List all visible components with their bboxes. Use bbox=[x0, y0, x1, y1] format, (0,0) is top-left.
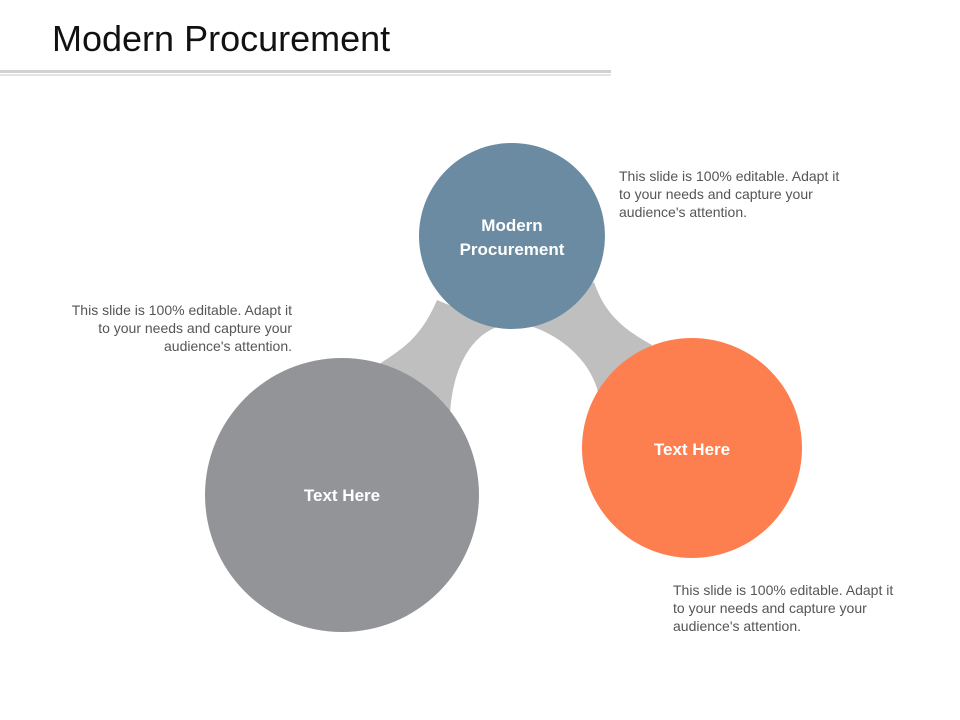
node-modern-procurement-label-line2: Procurement bbox=[460, 240, 565, 259]
node-modern-procurement-label-line1: Modern bbox=[481, 216, 542, 235]
description-bottom-right: This slide is 100% editable. Adapt it to… bbox=[673, 582, 894, 634]
page-title: Modern Procurement bbox=[52, 18, 391, 59]
node-modern-procurement bbox=[419, 143, 605, 329]
node-left bbox=[205, 358, 479, 632]
connector-top-left bbox=[378, 300, 500, 415]
node-right-label: Text Here bbox=[654, 440, 730, 459]
node-right bbox=[582, 338, 802, 558]
title-underline bbox=[0, 70, 611, 76]
description-top-right: This slide is 100% editable. Adapt it to… bbox=[619, 168, 840, 220]
node-left-label: Text Here bbox=[304, 486, 380, 505]
description-left: This slide is 100% editable. Adapt it to… bbox=[71, 302, 292, 354]
